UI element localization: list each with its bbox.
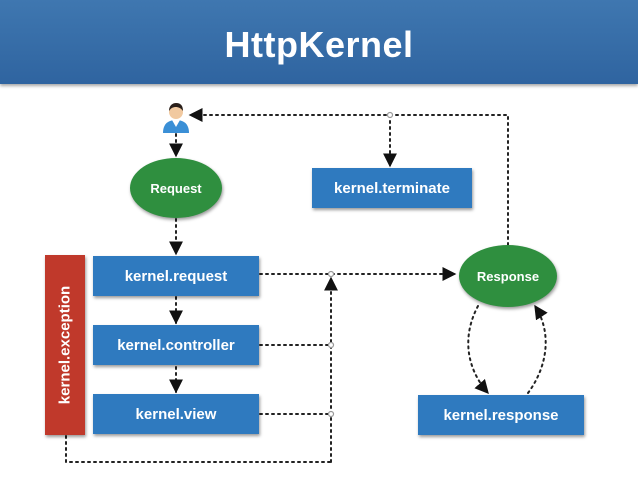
response-node: Response (459, 245, 557, 307)
junction-dot-top (386, 111, 394, 119)
edge-response-to-user (188, 108, 509, 246)
diagram-title: HttpKernel (224, 24, 414, 65)
junction-dot-request-line (327, 270, 335, 278)
edge-response-to-kernel-response (467, 305, 489, 395)
kernel-controller-box: kernel.controller (93, 325, 259, 365)
request-node: Request (130, 158, 222, 218)
junction-dot-controller-line (327, 341, 335, 349)
kernel-request-box: kernel.request (93, 256, 259, 296)
kernel-view-box: kernel.view (93, 394, 259, 434)
title-banner: HttpKernel (0, 0, 638, 84)
kernel-exception-label: kernel.exception (56, 285, 74, 405)
kernel-terminate-box: kernel.terminate (312, 168, 472, 208)
kernel-exception-bar: kernel.exception (45, 255, 85, 435)
edge-kernel-response-to-response (527, 304, 548, 394)
junction-dot-view-line (327, 410, 335, 418)
kernel-response-box: kernel.response (418, 395, 584, 435)
edge-exception-loop (65, 435, 332, 463)
user-icon (162, 102, 190, 139)
